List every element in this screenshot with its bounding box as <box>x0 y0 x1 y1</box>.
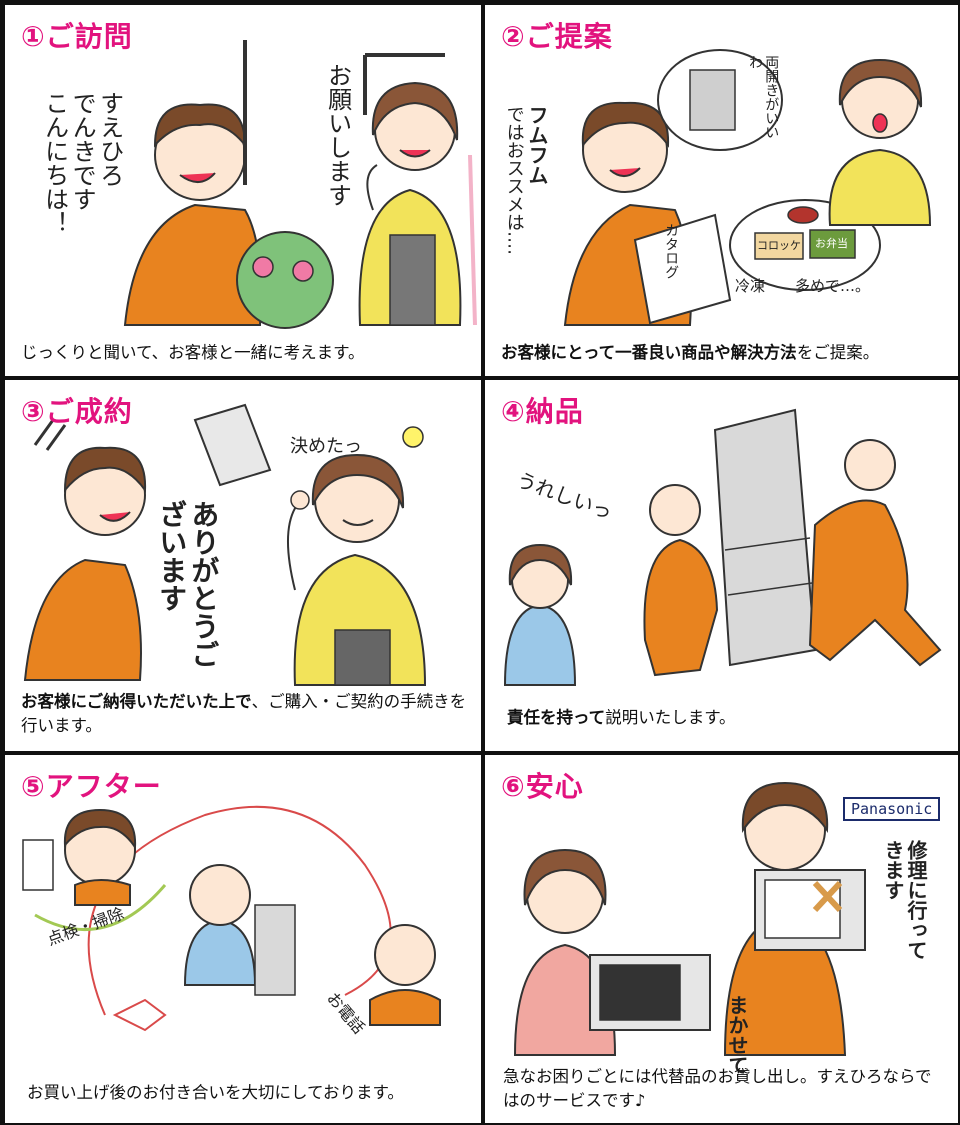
panel-title: ①ご訪問 <box>21 20 133 53</box>
thought-double-door: 両開きがいいわ <box>747 55 780 139</box>
panel-caption: 急なお困りごとには代替品のお貸し出し。すえひろならではのサービスです♪ <box>503 1067 932 1110</box>
speech-staff-hmm: フムフム <box>525 105 549 185</box>
panel-title: ⑤アフター <box>21 770 162 803</box>
panel-title: ⑥安心 <box>501 770 584 803</box>
panel-visit: ①ご訪問 すえひろ でんきです こんにちは！ お願いします じっくりと聞いて、お… <box>3 3 483 378</box>
delivery-illustration <box>503 408 942 686</box>
speech-staff-repair: 修理に行ってきます <box>881 840 928 960</box>
panel-title: ②ご提案 <box>501 20 613 53</box>
speech-microwave-leave: まかせて <box>725 995 749 1075</box>
panel-contract: ③ご成約 ありがとうございます 決めたっ お客様にご納得いただいた上で、ご購入・… <box>3 378 483 753</box>
aftercare-illustration <box>22 805 441 1032</box>
contract-illustration <box>23 403 427 686</box>
panel-aftercare: ⑤アフター 点検・掃除 お電話 お買い上げ後のお付き合いを大切にしております。 <box>3 753 483 1125</box>
speech-customer-decide: 決めたっ <box>290 436 362 457</box>
panel-proposal: ②ご提案 フムフム ではおススメは‥‥ カタログ 両開きがいいわ コロッケ お弁… <box>483 3 960 378</box>
thought-many: 多めで…。 <box>795 277 871 295</box>
panel-caption: お客様にとって一番良い商品や解決方法をご提案。 <box>501 343 880 362</box>
catalog-label: カタログ <box>663 223 680 279</box>
panel-delivery: ④納品 うれしいっ 責任を持って説明いたします。 <box>483 378 960 753</box>
thought-food-croquette: コロッケ <box>757 239 801 252</box>
panel-caption: お買い上げ後のお付き合いを大切にしております。 <box>27 1083 404 1102</box>
proposal-illustration <box>563 49 932 326</box>
reassurance-illustration <box>513 781 866 1056</box>
visit-illustration <box>123 40 477 329</box>
speech-staff-recommend: ではおススメは‥‥ <box>503 105 525 256</box>
panel-title: ④納品 <box>501 395 584 428</box>
panel-caption: お客様にご納得いただいた上で、ご購入・ご契約の手続きを行います。 <box>21 692 467 735</box>
thought-food-bento: お弁当 <box>815 237 848 250</box>
panel-reassurance: ⑥安心 Panasonic 修理に行ってきます まかせて 急なお困りごとには代替… <box>483 753 960 1125</box>
speech-staff-thanks: ありがとうございます <box>155 500 221 668</box>
panel-caption: じっくりと聞いて、お客様と一緒に考えます。 <box>21 343 365 362</box>
panel-title: ③ご成約 <box>21 395 133 428</box>
thought-frozen: 冷凍 <box>735 277 766 295</box>
speech-staff: すえひろ でんきです こんにちは！ <box>40 91 124 235</box>
panasonic-logo: Panasonic <box>843 797 941 821</box>
panel-caption: 責任を持って説明いたします。 <box>507 708 736 727</box>
speech-customer: お願いします <box>323 63 352 207</box>
